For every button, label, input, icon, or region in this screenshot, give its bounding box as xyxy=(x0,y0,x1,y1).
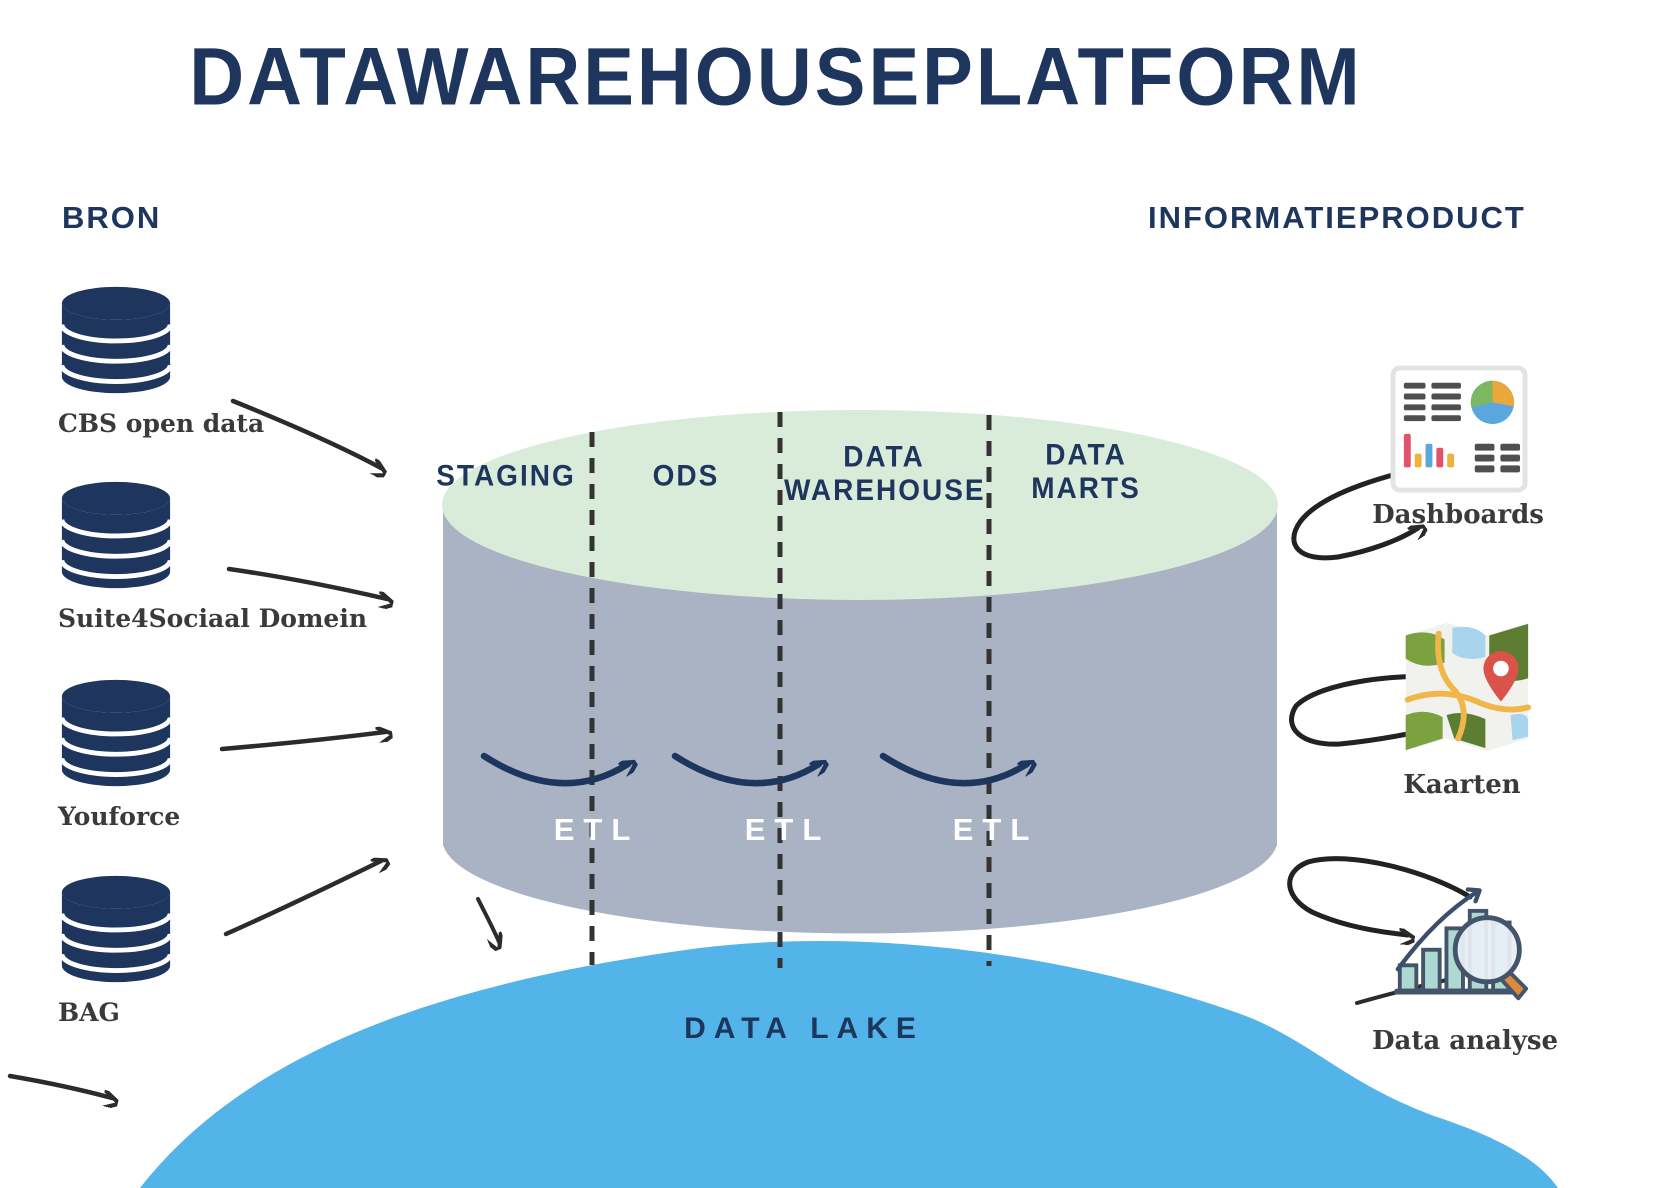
data-lake-shape xyxy=(140,940,1558,1188)
data-lake-label: DATA LAKE xyxy=(684,1012,924,1045)
product-label-data-analyse: Data analyse xyxy=(1371,1026,1559,1056)
database-icon xyxy=(59,679,173,787)
cylinder-body xyxy=(443,505,1277,934)
arrow-suite4-to-staging xyxy=(226,566,387,599)
source-label: CBS open data xyxy=(58,409,265,438)
folded-map-icon xyxy=(1404,622,1532,752)
source-bag: BAG xyxy=(58,872,318,1027)
arrow-bottom-left-to-lake xyxy=(7,1073,112,1098)
source-youforce: Youforce xyxy=(58,676,318,831)
page-title: DATAWAREHOUSEPLATFORM xyxy=(189,31,1363,123)
etl-label: ETL xyxy=(744,812,831,847)
source-column-header: BRON xyxy=(62,200,162,235)
cylinder-top xyxy=(442,410,1278,600)
arrow-to-dashboards xyxy=(1291,459,1450,561)
arrow-bag-to-staging xyxy=(223,861,381,937)
segment-label-staging: STAGING xyxy=(436,459,576,492)
product-label-dashboards: Dashboards xyxy=(1372,500,1544,530)
etl-arrow-icon xyxy=(879,752,1027,787)
arrow-to-kaarten xyxy=(1289,673,1463,747)
source-suite4sociaal-domein: Suite4Sociaal Domein xyxy=(58,478,368,633)
arrow-cylinder-to-lake xyxy=(476,897,499,942)
database-icon xyxy=(59,286,173,394)
etl-label: ETL xyxy=(553,812,640,847)
source-cbs-open-data: CBS open data xyxy=(58,283,318,438)
product-column-header: INFORMATIEPRODUCT xyxy=(1148,200,1526,235)
arrow-youforce-to-staging xyxy=(219,732,385,752)
etl-arrow-icon xyxy=(671,752,819,787)
source-label: Suite4Sociaal Domein xyxy=(58,604,368,633)
chart-magnifier-icon xyxy=(1393,887,1529,1001)
etl-label: ETL xyxy=(952,812,1039,847)
segment-label-ods: ODS xyxy=(652,459,720,492)
arrow-to-data-analyse xyxy=(1287,856,1473,935)
segment-label-data-warehouse: DATA WAREHOUSE xyxy=(784,440,986,507)
etl-arrow-icon xyxy=(480,752,628,787)
dashboard-report-icon xyxy=(1390,365,1528,493)
source-label: Youforce xyxy=(58,802,181,831)
source-label: BAG xyxy=(58,998,120,1027)
database-icon xyxy=(59,875,173,983)
product-label-kaarten: Kaarten xyxy=(1403,770,1521,800)
database-icon xyxy=(59,481,173,589)
arrow-cbs-to-staging xyxy=(230,398,381,468)
segment-label-data-marts: DATA MARTS xyxy=(1031,438,1141,505)
